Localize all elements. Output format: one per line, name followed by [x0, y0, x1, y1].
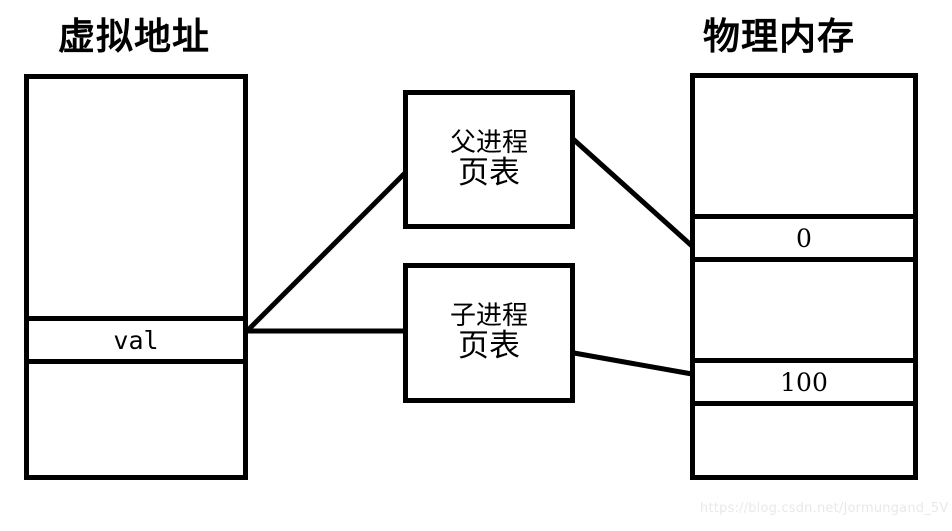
virtual-address-title: 虚拟地址 [58, 15, 210, 58]
physical-cell-hundred: 100 [695, 358, 913, 406]
parent-page-table-line1: 父进程 [449, 127, 528, 158]
physical-cell-hundred-label: 100 [780, 367, 828, 397]
connector-child-page-table-to-physical-hundred [573, 350, 693, 377]
connector-val-to-parent-page-table [245, 170, 408, 333]
child-page-table: 子进程 页表 [403, 263, 575, 403]
virtual-address-box: val [24, 74, 248, 480]
physical-cell-zero: 0 [695, 214, 913, 262]
parent-page-table-line2: 页表 [458, 154, 520, 191]
virtual-cell-val-label: val [113, 325, 159, 355]
child-page-table-line2: 页表 [458, 328, 520, 365]
parent-page-table: 父进程 页表 [403, 90, 575, 229]
connector-parent-page-table-to-physical-zero [571, 137, 694, 248]
child-page-table-line1: 子进程 [449, 301, 528, 332]
physical-cell-zero-label: 0 [796, 223, 812, 253]
watermark-text: https://blog.csdn.net/Jormungand_5V [700, 501, 949, 516]
physical-memory-box: 0 100 [690, 73, 918, 480]
physical-memory-title: 物理内存 [703, 15, 855, 58]
virtual-cell-val: val [29, 316, 243, 364]
